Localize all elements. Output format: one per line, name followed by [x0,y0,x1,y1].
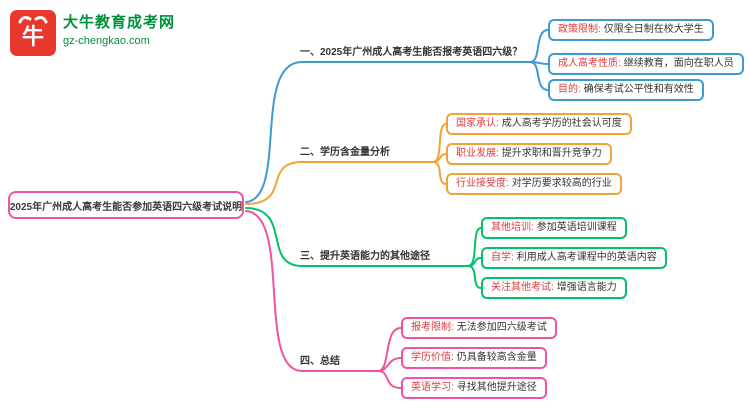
bull-logo-icon: 牛 [10,10,56,56]
node-text: 对学历要求较高的行业 [511,178,612,189]
root-node: 2025年广州成人高考生能否参加英语四六级考试说明 [8,191,244,219]
node-text: 仍具备较高含金量 [456,352,537,363]
node-prefix: 目的: [558,84,581,95]
node-text: 利用成人高考课程中的英语内容 [516,252,657,263]
node-career-development: 职业发展:提升求职和晋升竞争力 [446,143,612,165]
branch-title-2: 二、学历含金量分析 [300,147,390,158]
node-self-study: 自学:利用成人高考课程中的英语内容 [481,247,667,269]
node-state-recognition: 国家承认:成人高考学历的社会认可度 [446,113,632,135]
node-prefix: 报考限制: [411,322,454,333]
node-english-learning: 英语学习:寻找其他提升途径 [401,377,547,399]
node-prefix: 关注其他考试: [491,282,554,293]
branch-title-3: 三、提升英语能力的其他途径 [300,251,430,262]
node-industry-acceptance: 行业接受度:对学历要求较高的行业 [446,173,622,195]
node-text: 确保考试公平性和有效性 [583,84,694,95]
svg-text:牛: 牛 [22,24,44,49]
node-policy-limit: 政策限制:仅限全日制在校大学生 [548,19,714,41]
node-text: 仅限全日制在校大学生 [603,24,704,35]
node-prefix: 行业接受度: [456,178,509,189]
node-prefix: 自学: [491,252,514,263]
node-text: 无法参加四六级考试 [456,322,547,333]
node-text: 提升求职和晋升竞争力 [501,148,602,159]
brand-domain: gz-chengkao.com [63,35,150,47]
node-text: 增强语言能力 [556,282,617,293]
node-prefix: 其他培训: [491,222,534,233]
node-degree-value: 学历价值:仍具备较高含金量 [401,347,547,369]
node-text: 继续教育，面向在职人员 [623,58,734,69]
node-purpose: 目的:确保考试公平性和有效性 [548,79,704,101]
node-text: 成人高考学历的社会认可度 [501,118,622,129]
node-prefix: 政策限制: [558,24,601,35]
node-prefix: 国家承认: [456,118,499,129]
brand-name: 大牛教育成考网 [63,14,176,31]
node-exam-nature: 成人高考性质:继续教育，面向在职人员 [548,53,744,75]
node-prefix: 成人高考性质: [558,58,621,69]
branch-title-1: 一、2025年广州成人高考生能否报考英语四六级？ [300,47,523,58]
node-text: 参加英语培训课程 [536,222,617,233]
site-logo[interactable]: 牛 大牛教育成考网 gz-chengkao.com [10,10,175,56]
node-prefix: 学历价值: [411,352,454,363]
branch-title-4: 四、总结 [300,356,340,367]
node-other-exams: 关注其他考试:增强语言能力 [481,277,627,299]
node-text: 寻找其他提升途径 [456,382,537,393]
node-other-training: 其他培训:参加英语培训课程 [481,217,627,239]
node-register-limit: 报考限制:无法参加四六级考试 [401,317,557,339]
node-prefix: 职业发展: [456,148,499,159]
node-prefix: 英语学习: [411,382,454,393]
